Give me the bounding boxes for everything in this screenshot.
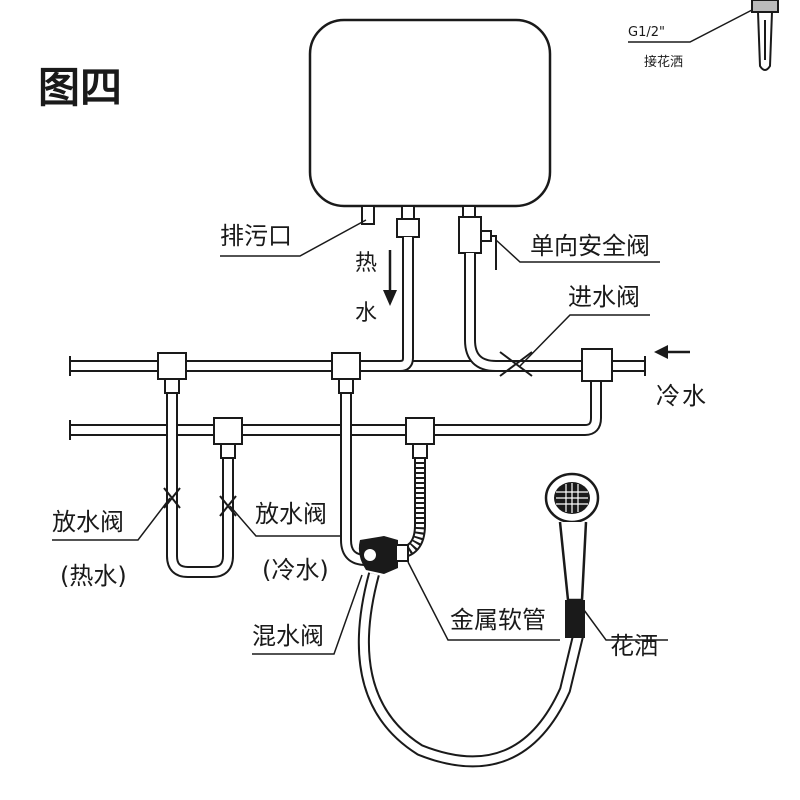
inset-thread-label: G1/2" [628,25,665,40]
hot-water-label-2: 水 [355,301,377,326]
inlet-valve-marker [499,351,533,377]
safety-valve-body [458,216,482,254]
drain-valve-loop [164,378,236,578]
inset-leader-line [628,9,753,43]
drain-valve-hot-leader [52,497,171,541]
water-heater-tank [308,18,552,208]
metal-hose-label: 金属软管 [450,606,546,634]
drain-valve-cold-marker [219,495,237,517]
safety-valve-label: 单向安全阀 [530,232,650,260]
figure-title: 图四 [38,63,122,112]
inset-note-label: 接花洒 [644,54,683,70]
hot-water-riser [356,237,414,372]
hot-outlet-stub [401,205,415,221]
inlet-valve-label: 进水阀 [568,283,640,311]
safety-valve-leader [495,239,660,263]
drain-valve-cold-label: 放水阀 [255,500,327,528]
cold-water-label-1: 冷 [656,382,680,410]
drain-outlet-leader [220,219,367,257]
shower-hose [357,572,584,768]
mixing-valve-leader [252,574,363,655]
cold-tee-center [405,417,435,445]
cold-flow-arrow [654,345,690,359]
inlet-valve-leader [519,314,650,367]
drain-valve-hot-marker [163,487,181,509]
inset-nut [751,0,779,13]
drain-valve-cold-note: (冷水) [262,556,329,584]
drain-valve-cold-leader [229,505,340,537]
shower-head [544,472,600,638]
safety-valve-port [480,230,492,242]
metal-hose [395,443,428,559]
distribution-pipe [69,366,602,440]
cold-inlet-tee [581,348,613,382]
cold-feed-pipe [464,253,497,372]
metal-hose-leader [407,561,560,641]
drain-valve-hot-note: (热水) [60,562,127,590]
shower-handle-grip [565,600,585,638]
drain-outlet-stub [361,205,375,225]
drain-valve-hot-label: 放水阀 [52,508,124,536]
drain-outlet-label: 排污口 [220,222,292,250]
cold-water-label-2: 水 [682,382,706,410]
inset-shower-connector: G1/2" 接花洒 [628,0,779,71]
mixing-valve [358,536,409,574]
shower-head-leader [583,609,668,641]
shower-head-label: 花洒 [610,632,658,660]
safety-valve-drain-tube [491,235,497,270]
hot-flow-arrow [383,250,397,306]
hot-feed-to-mixer [338,378,367,566]
mixing-valve-label: 混水阀 [252,622,324,650]
hot-tee-center [331,352,361,380]
hot-tee-left [157,352,187,380]
cold-tee-left [213,417,243,445]
hot-outlet-fitting [396,218,420,238]
hot-water-label-1: 热 [355,251,377,276]
